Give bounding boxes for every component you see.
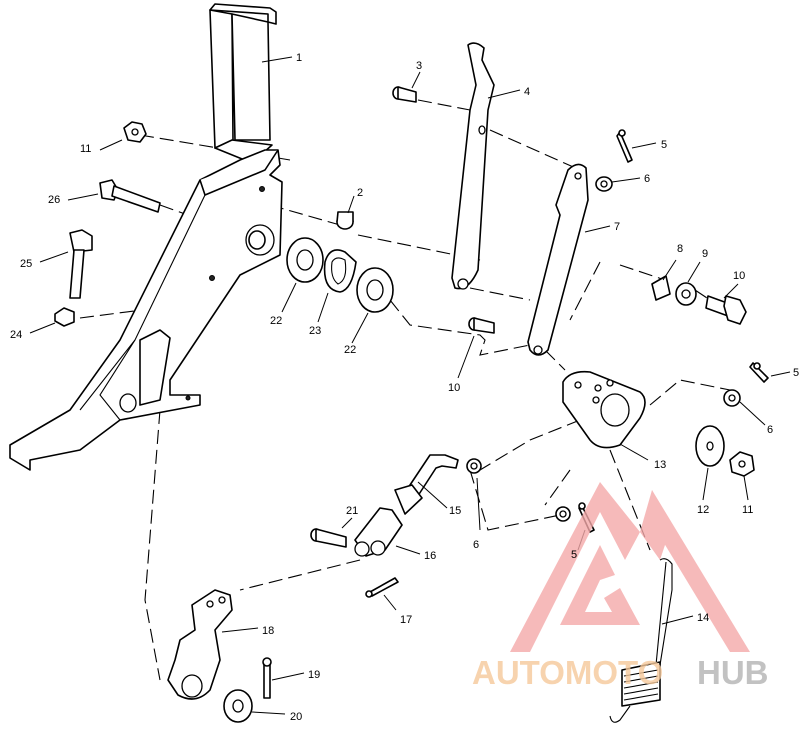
- callout-6a: 6: [644, 173, 650, 185]
- callout-15: 15: [449, 505, 461, 517]
- cotter-pin-5a: [616, 129, 633, 163]
- pin-21: [310, 528, 347, 548]
- watermark-m-shape: [640, 490, 670, 560]
- leader-lines: [29, 56, 791, 715]
- watermark-text-automoto: AUTOMOTO: [472, 654, 663, 691]
- spring-14: [609, 558, 673, 723]
- watermark-triangle-inner: [560, 545, 640, 625]
- bolt-25: [69, 229, 93, 299]
- callout-4: 4: [524, 86, 530, 98]
- lever-arm-18: [167, 589, 233, 700]
- pin-3: [392, 86, 417, 103]
- callout-23: 23: [309, 325, 321, 337]
- nut-11b: [729, 451, 755, 477]
- lever-4: [451, 42, 495, 290]
- washer-22a: [286, 237, 324, 283]
- cotter-pin-17: [365, 577, 399, 598]
- watermark-triangle-outer: [510, 482, 640, 652]
- nut-24: [54, 307, 75, 327]
- callout-3: 3: [416, 60, 422, 72]
- callout-13: 13: [654, 459, 666, 471]
- cotter-pin-5b: [749, 362, 769, 383]
- washer-6a: [595, 176, 613, 192]
- cotter-pin-19: [262, 657, 272, 699]
- callout-5a: 5: [661, 139, 667, 151]
- callout-7: 7: [614, 221, 620, 233]
- washer-12: [695, 425, 725, 467]
- bolt-10a: [705, 295, 747, 325]
- callout-25: 25: [20, 258, 32, 270]
- clevis-16: [354, 507, 403, 557]
- callout-19: 19: [308, 669, 320, 681]
- lever-7: [527, 163, 589, 356]
- bolt-26: [99, 179, 161, 213]
- washer-6d: [466, 458, 482, 474]
- callout-1: 1: [296, 52, 302, 64]
- callout-10a: 10: [733, 270, 745, 282]
- callout-24: 24: [10, 329, 22, 341]
- washer-6c: [555, 506, 571, 522]
- rod-15: [394, 454, 459, 515]
- washer-6b: [723, 389, 741, 407]
- callout-6c: 6: [473, 539, 479, 551]
- pin-10b: [468, 317, 495, 334]
- callout-12: 12: [697, 504, 709, 516]
- washer-22b: [356, 267, 394, 313]
- callout-11a: 11: [80, 143, 91, 155]
- clip-8: [651, 275, 671, 301]
- callout-labels: 1 2 3 4 5 6 7 8 9 10 11 26 25 24 22 23 2…: [10, 52, 799, 723]
- callout-14: 14: [697, 612, 709, 624]
- callout-22a: 22: [270, 315, 282, 327]
- callout-8: 8: [677, 243, 683, 255]
- callout-6b: 6: [767, 424, 773, 436]
- callout-17: 17: [400, 614, 412, 626]
- bushing: [336, 211, 354, 230]
- plate-13: [562, 370, 646, 449]
- callout-2: 2: [357, 187, 363, 199]
- callout-5b: 5: [793, 367, 799, 379]
- watermark-text-hub: HUB: [697, 654, 769, 691]
- callout-5c: 5: [571, 549, 577, 561]
- spring-washer-23: [323, 249, 357, 293]
- callout-11b: 11: [742, 504, 753, 516]
- callout-21: 21: [346, 505, 358, 517]
- callout-18: 18: [262, 625, 274, 637]
- callout-26: 26: [48, 194, 60, 206]
- nut-11a: [123, 121, 147, 143]
- callout-20: 20: [290, 711, 302, 723]
- main-bracket: [9, 3, 283, 471]
- washer-20: [223, 689, 253, 723]
- callout-16: 16: [424, 550, 436, 562]
- washer-9: [675, 282, 697, 306]
- callout-10b: 10: [448, 382, 460, 394]
- callout-22b: 22: [344, 344, 356, 356]
- automotohub-watermark: AUTOMOTO HUB: [472, 482, 769, 691]
- watermark-triangle-right: [650, 490, 750, 652]
- callout-9: 9: [702, 248, 708, 260]
